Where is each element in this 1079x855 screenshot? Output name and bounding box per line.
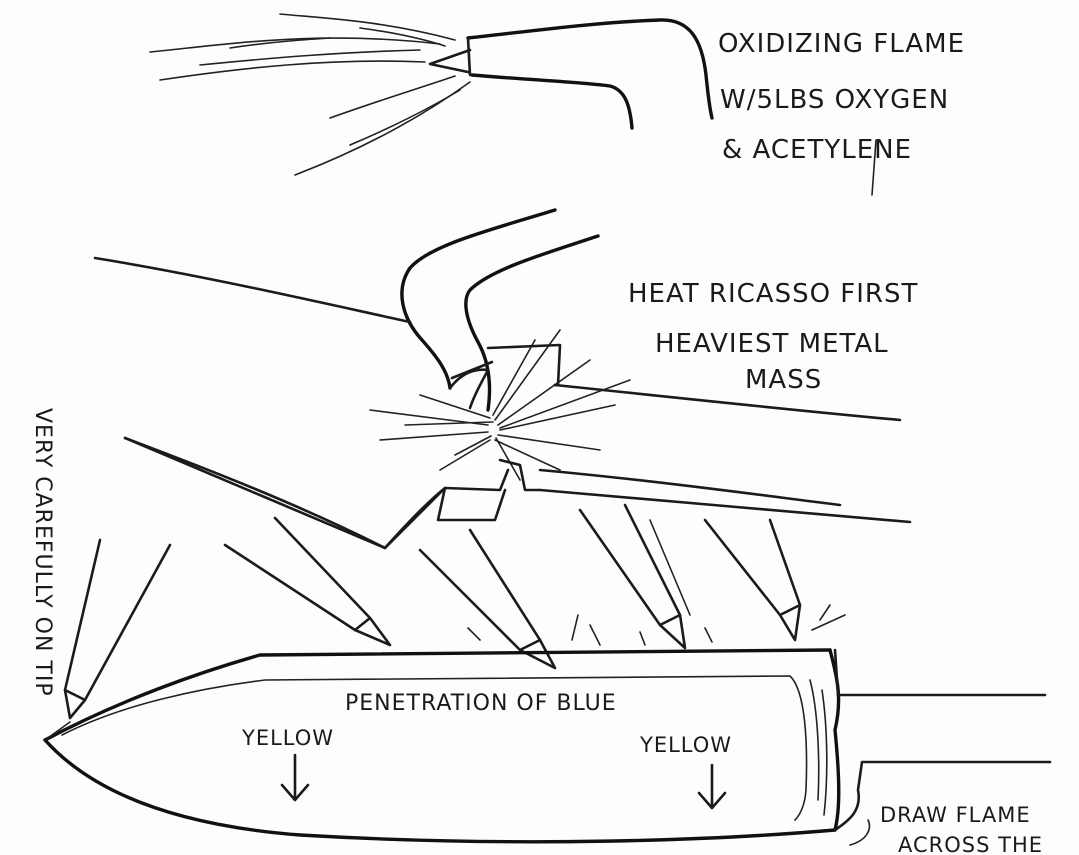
yellow-arrow-right: [697, 763, 727, 810]
torch-tip-point: [658, 613, 687, 650]
top-torch: [428, 18, 714, 130]
spark-line: [439, 439, 491, 471]
middle-knife-spine: [93, 256, 412, 324]
middle-knife-lower-tang: [538, 468, 912, 524]
top-torch-body: [466, 18, 714, 120]
spark-line: [419, 394, 491, 419]
top-torch-body-lower: [470, 73, 634, 130]
top-torch-nozzle: [428, 36, 472, 77]
flame-stroke: [199, 49, 421, 66]
middle-torch-body: [400, 208, 557, 390]
middle-torch: [400, 208, 600, 412]
torch-tip-body: [63, 538, 172, 702]
middle-knife: [93, 256, 912, 550]
torch-tip: [223, 516, 392, 647]
blade-tang-top: [833, 648, 1047, 697]
blade-edge: [43, 738, 837, 844]
draw-flame-bracket: [849, 819, 871, 846]
tip-arrow: [44, 721, 71, 741]
torch-tip-body: [223, 516, 372, 632]
torch-tip: [578, 503, 691, 650]
spark-line: [494, 329, 561, 421]
middle-torch-body-inner: [464, 234, 600, 412]
spark-line: [454, 435, 492, 456]
top-flame: [149, 13, 471, 176]
label-oxidizing-flame: OXIDIZING FLAME: [718, 29, 965, 59]
flame-stroke: [149, 37, 441, 53]
torch-tip-point: [778, 603, 802, 642]
middle-torch-nozzle: [448, 360, 494, 410]
temper-line: [61, 675, 808, 821]
middle-knife-edge-bevel: [123, 436, 507, 550]
torch-tip: [703, 518, 802, 642]
arrow-down-icon: [280, 753, 310, 802]
spark-line: [379, 431, 489, 441]
blade-spine: [43, 648, 832, 742]
spark-line: [494, 439, 561, 471]
label-acetylene: & ACETYLENE: [722, 135, 912, 165]
flame-stroke: [229, 37, 331, 49]
spark-line: [499, 404, 616, 431]
label-oxygen-pressure: W/5LBS OXYGEN: [720, 85, 949, 115]
torch-tip-body: [649, 519, 691, 616]
heat-spark-burst: [369, 329, 631, 481]
flame-stroke: [359, 27, 446, 47]
spark-line: [497, 434, 601, 451]
spark-line: [404, 421, 494, 426]
label-yellow-right: YELLOW: [639, 733, 732, 757]
torch-tips-row: [63, 503, 846, 720]
torch-tip-body: [703, 518, 802, 617]
temper-line-inner: [809, 679, 828, 816]
label-penetration-blue: PENETRATION OF BLUE: [345, 691, 617, 716]
torch-tip-body: [578, 503, 682, 627]
torch-tip-point: [353, 616, 392, 647]
bottom-knife: [43, 648, 1052, 844]
oxidizing-leader: [871, 139, 877, 196]
flame-stroke: [329, 75, 456, 119]
flame-stroke: [349, 89, 461, 146]
torch-tip: [418, 528, 557, 670]
spark-line: [497, 359, 591, 426]
torch-tip: [63, 538, 172, 720]
middle-knife-ricasso-step: [486, 343, 562, 492]
torch-tip-point: [63, 688, 87, 720]
label-mass: MASS: [745, 365, 822, 395]
torch-tip-body: [418, 528, 542, 652]
flame-stroke: [159, 60, 426, 81]
label-across-the: ACROSS THE: [898, 833, 1043, 855]
label-draw-flame: DRAW FLAME: [880, 803, 1031, 827]
label-heaviest-metal: HEAVIEST METAL: [655, 329, 889, 359]
flame-stroke: [294, 81, 471, 176]
spark-line: [499, 379, 631, 429]
yellow-arrow-left: [280, 753, 310, 802]
middle-knife-tang: [553, 383, 902, 422]
spark-line: [492, 339, 536, 416]
spark-line: [495, 437, 521, 481]
label-tip-note: VERY CAREFULLY ON TIP: [30, 408, 55, 697]
blade-tang-bottom: [833, 760, 1052, 832]
label-heat-ricasso: HEAT RICASSO FIRST: [628, 279, 918, 309]
label-yellow-left: YELLOW: [241, 726, 334, 750]
flame-stroke: [279, 13, 456, 41]
spark-tick: [467, 614, 601, 646]
middle-knife-edge: [123, 436, 510, 550]
torch-tip-point: [518, 638, 557, 670]
arrow-down-icon: [697, 763, 727, 810]
spark-tick: [639, 604, 846, 646]
